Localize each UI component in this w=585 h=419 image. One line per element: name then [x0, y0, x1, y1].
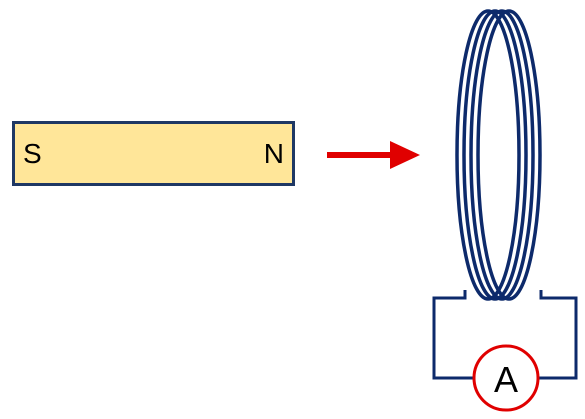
left-wire: [432, 290, 474, 380]
coil-loop: [462, 9, 528, 301]
right-wire: [538, 290, 578, 380]
arrow-head: [390, 141, 420, 169]
coil-loop: [476, 9, 542, 301]
ammeter-ring: [472, 344, 540, 412]
coil-loop: [455, 9, 521, 301]
coil: [455, 9, 542, 301]
ammeter-label: A: [494, 359, 518, 400]
south-pole-label: S: [23, 137, 42, 169]
ammeter: A: [472, 344, 540, 412]
coil-circuit: [432, 290, 578, 380]
coil-loop: [469, 9, 535, 301]
bar-magnet: S N: [12, 121, 295, 186]
north-pole-label: N: [263, 137, 284, 169]
motion-arrow: [327, 141, 420, 169]
